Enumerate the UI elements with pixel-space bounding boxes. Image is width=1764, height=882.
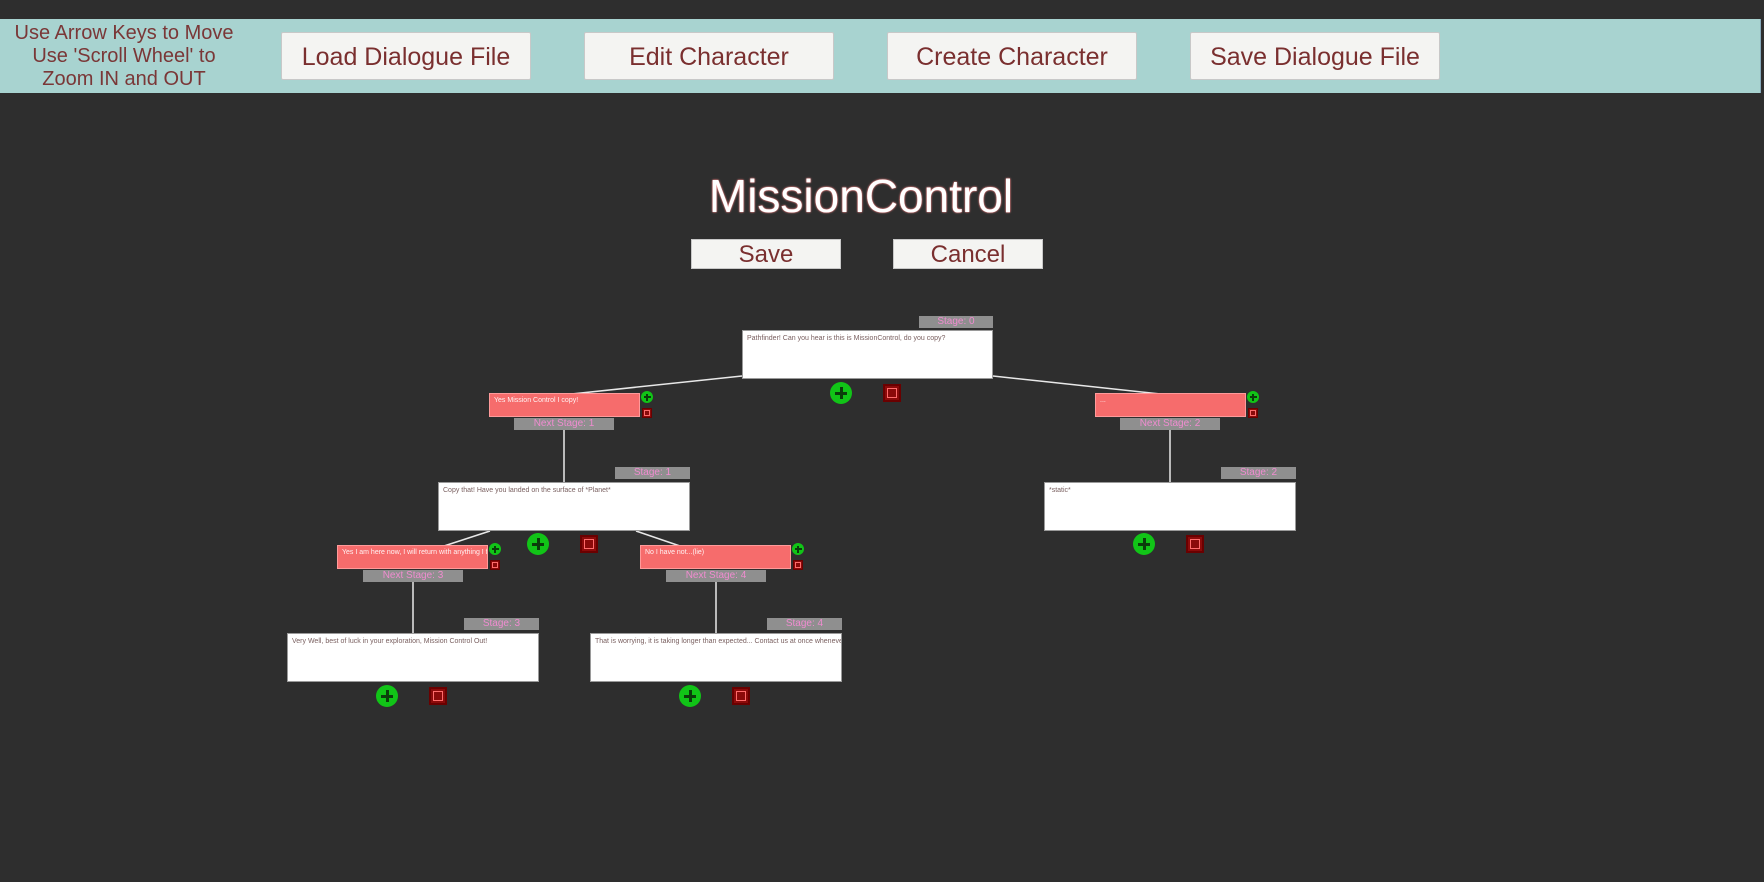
- plus-circle-icon[interactable]: [376, 685, 398, 707]
- response-option[interactable]: Yes Mission Control I copy!: [489, 393, 640, 417]
- close-square-icon[interactable]: [490, 560, 500, 570]
- close-square-icon[interactable]: [732, 687, 750, 705]
- cancel-button[interactable]: Cancel: [893, 239, 1043, 269]
- plus-circle-icon[interactable]: [641, 391, 653, 403]
- close-square-icon[interactable]: [580, 535, 598, 553]
- stage-tag: Stage: 0: [919, 316, 993, 328]
- close-square-icon[interactable]: [793, 560, 803, 570]
- help-line: Use Arrow Keys to Move: [14, 22, 234, 44]
- dialogue-node[interactable]: Very Well, best of luck in your explorat…: [287, 633, 539, 682]
- toolbar: Use Arrow Keys to Move Use 'Scroll Wheel…: [0, 19, 1761, 93]
- response-option[interactable]: Yes I am here now, I will return with an…: [337, 545, 488, 569]
- dialogue-node[interactable]: That is worrying, it is taking longer th…: [590, 633, 842, 682]
- edit-character-button[interactable]: Edit Character: [584, 32, 834, 80]
- stage-tag: Stage: 3: [464, 618, 539, 630]
- plus-circle-icon[interactable]: [830, 382, 852, 404]
- dialogue-node[interactable]: Pathfinder! Can you hear is this is Miss…: [742, 330, 993, 379]
- next-stage-tag: Next Stage: 1: [514, 418, 614, 430]
- connector-line: [443, 530, 491, 547]
- save-button[interactable]: Save: [691, 239, 841, 269]
- next-stage-tag: Next Stage: 4: [666, 570, 766, 582]
- create-character-button[interactable]: Create Character: [887, 32, 1137, 80]
- help-text: Use Arrow Keys to Move Use 'Scroll Wheel…: [4, 22, 244, 91]
- close-square-icon[interactable]: [1186, 535, 1204, 553]
- plus-circle-icon[interactable]: [1247, 391, 1259, 403]
- connector-line: [635, 530, 681, 547]
- close-square-icon[interactable]: [883, 384, 901, 402]
- close-square-icon[interactable]: [1248, 408, 1258, 418]
- save-dialogue-button[interactable]: Save Dialogue File: [1190, 32, 1440, 80]
- response-option[interactable]: ...: [1095, 393, 1246, 417]
- next-stage-tag: Next Stage: 3: [363, 570, 463, 582]
- help-line: Zoom IN and OUT: [42, 68, 206, 90]
- dialogue-node[interactable]: Copy that! Have you landed on the surfac…: [438, 482, 690, 531]
- next-stage-tag: Next Stage: 2: [1120, 418, 1220, 430]
- stage-tag: Stage: 1: [615, 467, 690, 479]
- character-name: MissionControl: [708, 170, 1014, 222]
- help-line: Use 'Scroll Wheel' to: [32, 45, 216, 67]
- plus-circle-icon[interactable]: [527, 533, 549, 555]
- plus-circle-icon[interactable]: [1133, 533, 1155, 555]
- plus-circle-icon[interactable]: [792, 543, 804, 555]
- stage-tag: Stage: 4: [767, 618, 842, 630]
- stage-tag: Stage: 2: [1221, 467, 1296, 479]
- close-square-icon[interactable]: [642, 408, 652, 418]
- plus-circle-icon[interactable]: [679, 685, 701, 707]
- load-dialogue-button[interactable]: Load Dialogue File: [281, 32, 531, 80]
- plus-circle-icon[interactable]: [489, 543, 501, 555]
- response-option[interactable]: No I have not...(lie): [640, 545, 791, 569]
- dialogue-node[interactable]: *static*: [1044, 482, 1296, 531]
- close-square-icon[interactable]: [429, 687, 447, 705]
